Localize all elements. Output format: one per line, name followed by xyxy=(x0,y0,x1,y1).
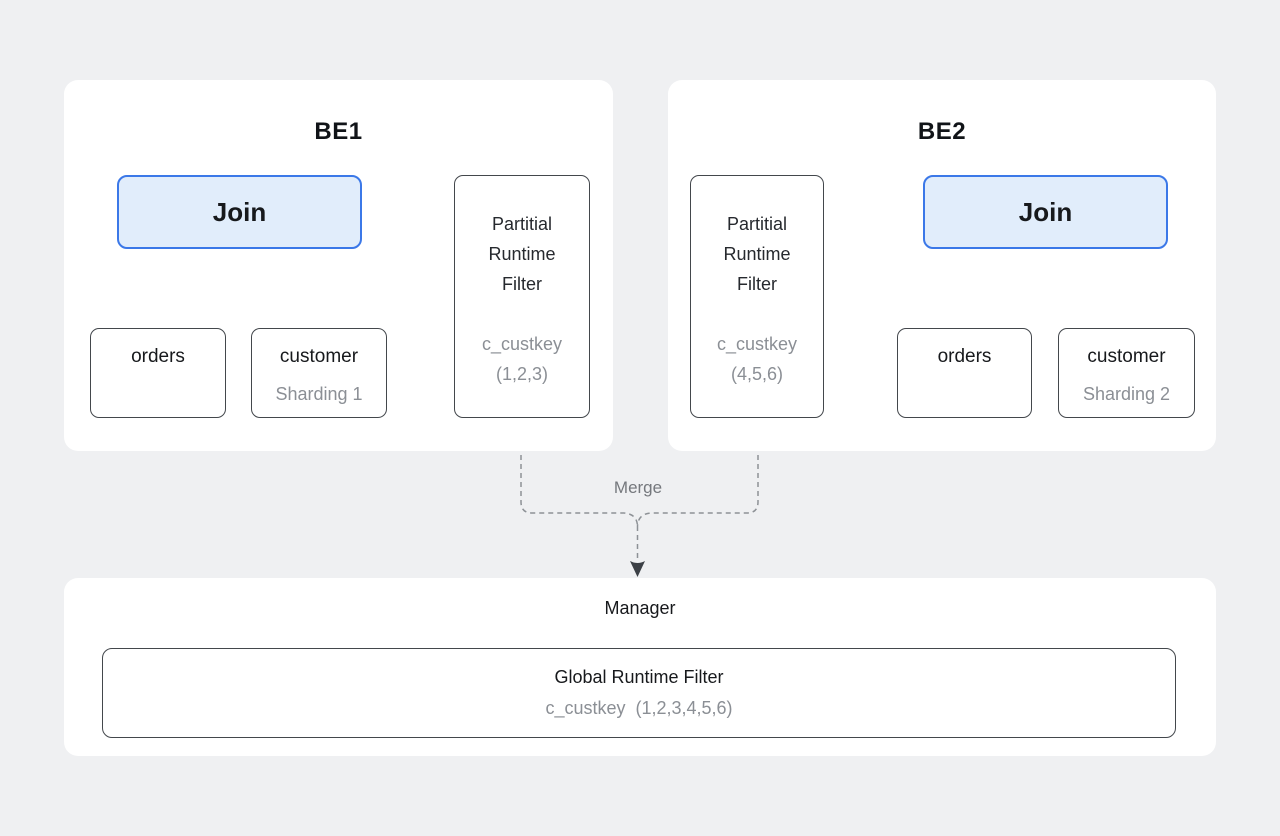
be2-panel: BE2 Partitial Runtime Filter c_custkey (… xyxy=(668,80,1216,451)
be2-orders-label: orders xyxy=(937,346,992,367)
be2-filter-line: Runtime xyxy=(723,244,791,264)
be2-customer-node: customer Sharding 2 xyxy=(1058,328,1195,418)
be1-customer-node: customer Sharding 1 xyxy=(251,328,387,418)
be2-partial-runtime-filter-node: Partitial Runtime Filter c_custkey (4,5,… xyxy=(690,175,824,418)
be1-orders-node: orders xyxy=(90,328,226,418)
be2-title: BE2 xyxy=(917,118,967,145)
be1-partial-runtime-filter-node: Partitial Runtime Filter c_custkey (1,2,… xyxy=(454,175,590,418)
be1-sharding-label: Sharding 1 xyxy=(275,384,363,404)
be2-sharding-label: Sharding 2 xyxy=(1082,384,1171,404)
be1-filter-line: Filter xyxy=(502,274,542,294)
be2-filter-line: Filter xyxy=(737,274,777,294)
manager-title: Manager xyxy=(604,598,676,618)
be1-filter-line: Runtime xyxy=(488,244,556,264)
manager-panel: Manager Global Runtime Filter c_custkey … xyxy=(64,578,1216,756)
be1-join-node: Join xyxy=(117,175,362,249)
be1-customer-label: customer xyxy=(279,346,359,367)
be1-filter-key: c_custkey xyxy=(481,334,563,354)
merge-arrowhead-icon xyxy=(630,561,645,577)
be1-title: BE1 xyxy=(314,118,363,145)
be1-filter-values: (1,2,3) xyxy=(495,364,549,384)
be2-filter-key: c_custkey xyxy=(716,334,798,354)
be1-filter-line: Partitial xyxy=(491,214,553,234)
be2-join-label: Join xyxy=(1018,196,1073,227)
be2-customer-label: customer xyxy=(1087,346,1166,367)
be2-join-node: Join xyxy=(923,175,1168,249)
be2-filter-values: (4,5,6) xyxy=(730,364,784,384)
be2-orders-node: orders xyxy=(897,328,1032,418)
global-filter-title: Global Runtime Filter xyxy=(554,667,724,687)
be1-join-label: Join xyxy=(212,196,267,227)
be1-panel: BE1 Join orders customer Sharding 1 Part… xyxy=(64,80,613,451)
global-runtime-filter-node: Global Runtime Filter c_custkey (1,2,3,4… xyxy=(102,648,1176,738)
merge-label: Merge xyxy=(613,478,663,497)
global-filter-detail: c_custkey (1,2,3,4,5,6) xyxy=(545,698,733,718)
be2-filter-line: Partitial xyxy=(726,214,788,234)
be1-orders-label: orders xyxy=(131,346,185,367)
